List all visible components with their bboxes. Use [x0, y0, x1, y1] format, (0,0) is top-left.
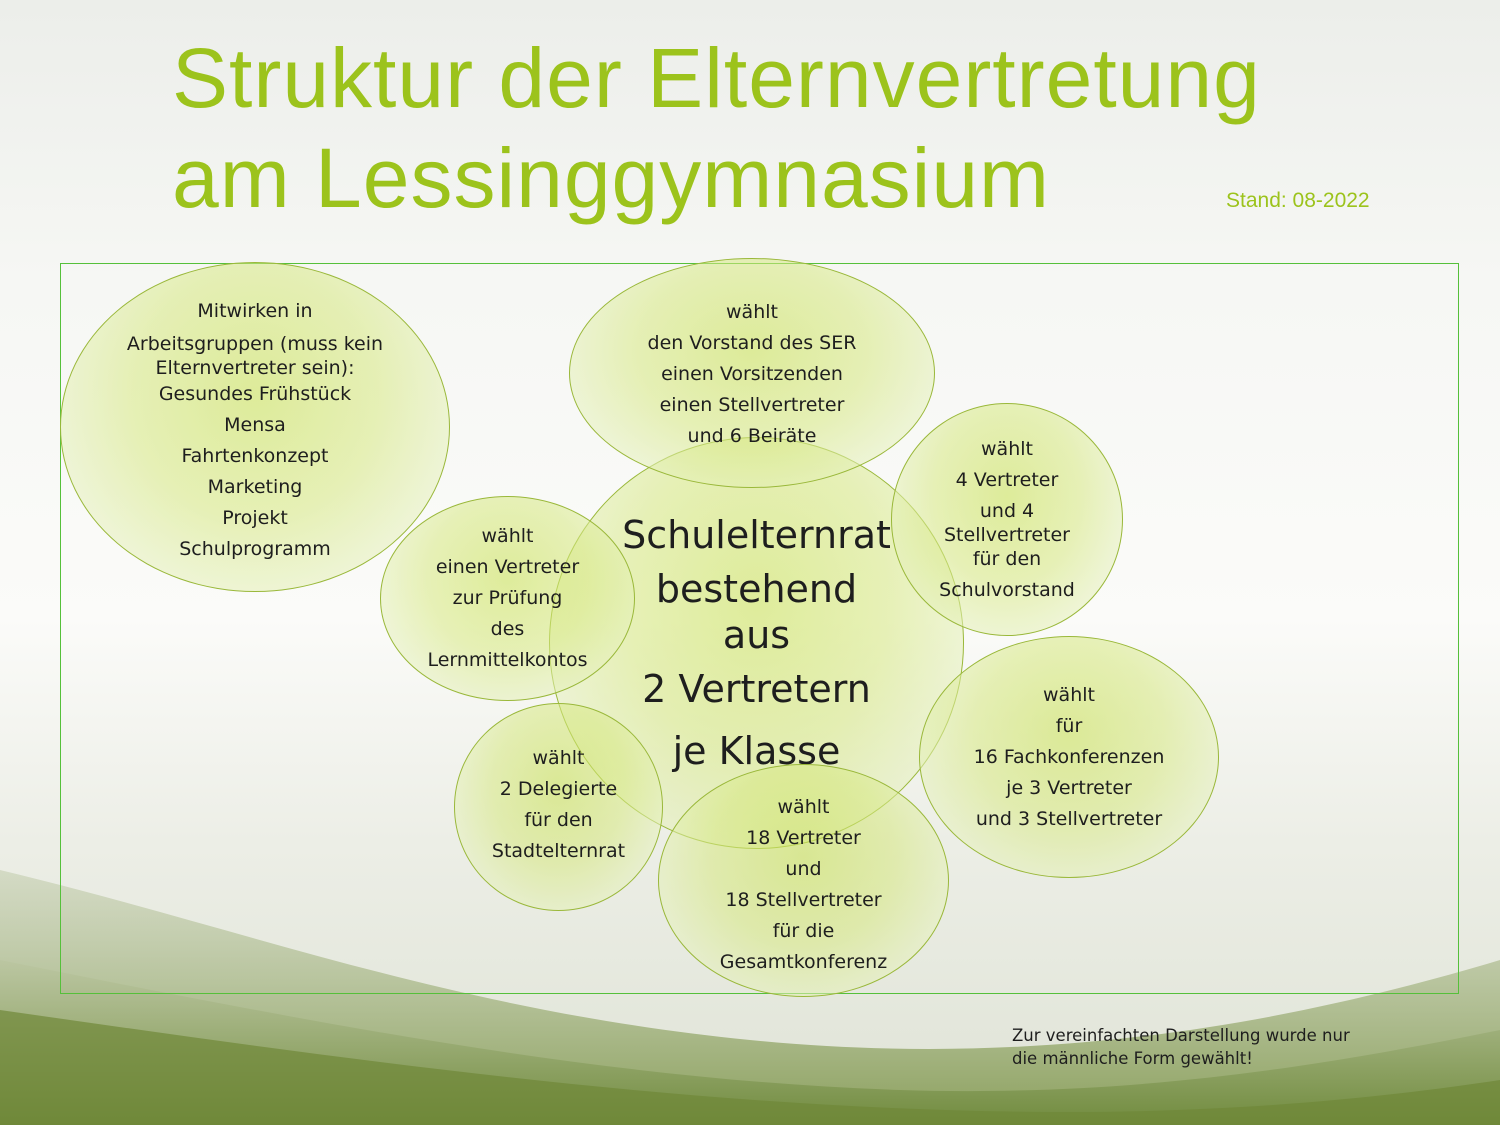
bubble-line: Schulprogramm [179, 537, 331, 560]
title-line-2: am Lessinggymnasium [172, 131, 1051, 225]
bubble-line: und [785, 857, 822, 880]
bubble-line: und 6 Beiräte [687, 424, 817, 447]
bubble-line: und 4 [979, 499, 1035, 522]
bubble-line: Lernmittelkontos [427, 649, 588, 671]
bubble-line: wählt [532, 747, 585, 769]
footer-note: Zur vereinfachten Darstellung wurde nur … [1012, 1024, 1350, 1070]
bubble-schulvorstand: wählt 4 Vertreter und 4 Stellvertreter f… [891, 403, 1123, 636]
bubble-line: Gesamtkonferenz [719, 950, 888, 973]
page-title: Struktur der Elternvertretung am Lessing… [172, 28, 1261, 228]
bubble-line: Marketing [207, 475, 303, 498]
center-line: 2 Vertretern [642, 667, 871, 711]
bubble-line: des [490, 618, 525, 640]
center-line: aus [722, 613, 791, 657]
center-line: bestehend [655, 567, 858, 611]
bubble-line: für den [524, 809, 593, 831]
bubble-line: einen Vorsitzenden [661, 362, 843, 385]
bubble-line: Projekt [222, 506, 288, 529]
bubble-line: Gesundes Frühstück [158, 382, 352, 405]
bubble-line: Elternvertreter sein): [155, 356, 355, 379]
bubble-line: 4 Vertreter [955, 468, 1059, 491]
bubble-line: Fahrtenkonzept [181, 444, 329, 467]
title-line-1: Struktur der Elternvertretung [172, 31, 1261, 125]
bubble-line: 2 Delegierte [499, 778, 618, 800]
bubble-line: je 3 Vertreter [1006, 776, 1132, 799]
bubble-line: Stellvertreter [944, 523, 1070, 546]
bubble-line: Mitwirken in [197, 299, 313, 322]
bubble-line: wählt [981, 437, 1033, 460]
footer-line-2: die männliche Form gewählt! [1012, 1049, 1253, 1068]
bubble-lernmittel: wählt einen Vertreter zur Prüfung des Le… [380, 496, 635, 701]
stand-date: Stand: 08-2022 [1226, 189, 1370, 212]
bubble-line: und 3 Stellvertreter [975, 807, 1163, 830]
footer-line-1: Zur vereinfachten Darstellung wurde nur [1012, 1026, 1350, 1045]
bubble-line: zur Prüfung [452, 587, 563, 609]
bubble-stadtelternrat: wählt 2 Delegierte für den Stadtelternra… [454, 703, 663, 911]
bubble-line: einen Stellvertreter [659, 393, 845, 416]
bubble-line: Schulvorstand [939, 578, 1075, 601]
bubble-gesamtkonferenz: wählt 18 Vertreter und 18 Stellvertreter… [658, 764, 949, 997]
bubble-line: wählt [481, 525, 534, 547]
bubble-line: einen Vertreter [435, 556, 580, 578]
bubble-line: Mensa [224, 413, 286, 436]
bubble-line: Arbeitsgruppen (muss kein [126, 332, 384, 355]
bubble-line: 16 Fachkonferenzen [973, 745, 1165, 768]
bubble-line: Stadtelternrat [491, 840, 626, 862]
bubble-line: wählt [1043, 683, 1095, 706]
bubble-line: wählt [777, 795, 830, 818]
bubble-line: für den [972, 547, 1042, 570]
bubble-line: wählt [726, 300, 778, 323]
bubble-line: den Vorstand des SER [647, 331, 857, 354]
bubble-line: 18 Stellvertreter [725, 888, 882, 911]
bubble-fachkonferenzen: wählt für 16 Fachkonferenzen je 3 Vertre… [919, 636, 1219, 878]
bubble-line: für [1055, 714, 1083, 737]
bubble-line: 18 Vertreter [746, 826, 861, 849]
bubble-arbeitsgruppen: Mitwirken in Arbeitsgruppen (muss kein E… [60, 262, 450, 592]
bubble-vorstand: wählt den Vorstand des SER einen Vorsitz… [569, 258, 935, 488]
bubble-line: für die [772, 919, 835, 942]
center-line: Schulelternrat [622, 513, 891, 557]
